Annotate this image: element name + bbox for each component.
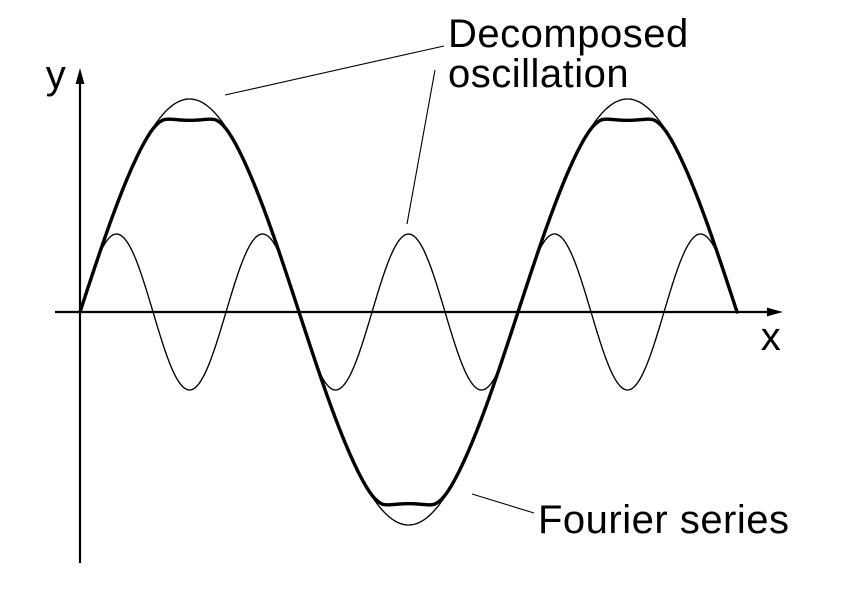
annotations: Decomposed oscillation Fourier series xyxy=(224,12,790,542)
label-decomposed-oscillation-line2: oscillation xyxy=(448,52,629,96)
axes: y x xyxy=(46,53,783,563)
x-axis-label: x xyxy=(761,315,782,359)
curve-fourier-sum xyxy=(78,117,739,507)
curves xyxy=(78,98,739,526)
y-axis-label: y xyxy=(46,53,67,97)
y-axis-arrowhead-icon xyxy=(75,68,85,84)
leader-line xyxy=(406,69,436,225)
x-axis-arrowhead-icon xyxy=(767,307,783,317)
curve-third-harmonic xyxy=(79,233,738,391)
curve-fundamental xyxy=(79,98,738,526)
leader-line xyxy=(471,493,535,514)
label-decomposed-oscillation-line1: Decomposed xyxy=(448,12,689,56)
leader-line xyxy=(224,45,445,96)
label-fourier-series: Fourier series xyxy=(538,498,790,542)
